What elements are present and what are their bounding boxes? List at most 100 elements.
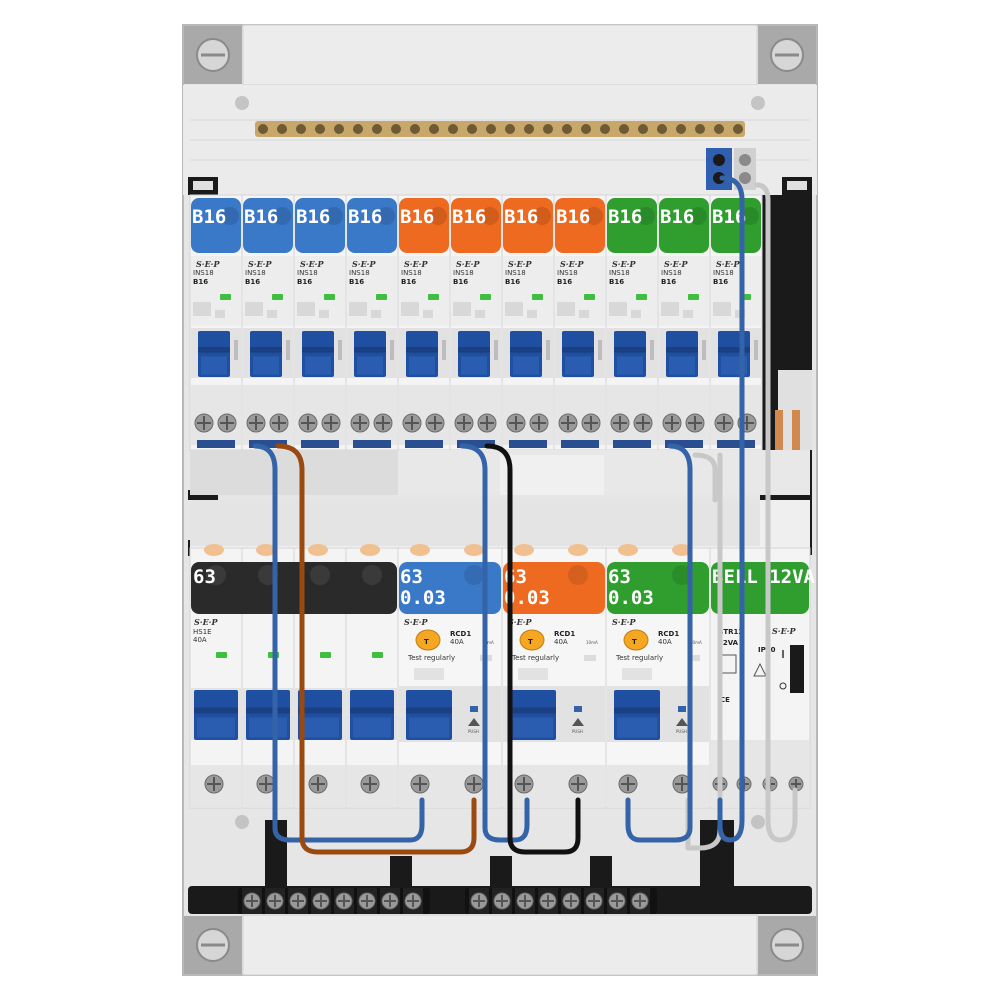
terminal-screw: [312, 892, 330, 910]
rcd-sensitivity-label: 0.03: [608, 587, 654, 609]
wire-blue: [625, 443, 693, 843]
corner-screw: [758, 916, 816, 974]
rcd-current: 40A: [658, 638, 672, 646]
busbar-hole: [372, 124, 382, 134]
terminal-screw: [381, 892, 399, 910]
busbar-hole: [657, 124, 667, 134]
terminal-screw: [373, 413, 393, 433]
brand-logo: S·E·P: [352, 259, 376, 269]
busbar-hole: [486, 124, 496, 134]
breaker-model: INS18: [401, 269, 422, 277]
breaker-rating: B16: [713, 278, 728, 286]
breaker-toggle[interactable]: [510, 690, 556, 740]
breaker-toggle[interactable]: [614, 690, 660, 740]
breaker-toggle[interactable]: [198, 331, 230, 377]
terminal-screw: [608, 892, 626, 910]
breaker-model: INS18: [193, 269, 214, 277]
terminal-screw: [410, 774, 430, 794]
breaker-toggle[interactable]: [354, 331, 386, 377]
brand-logo: S·E·P: [194, 617, 218, 627]
breaker-toggle[interactable]: [298, 690, 342, 740]
rcd-current: 40A: [450, 638, 464, 646]
test-button[interactable]: T: [415, 629, 441, 651]
breaker-toggle[interactable]: [614, 331, 646, 377]
busbar-hole: [258, 124, 268, 134]
transformer-model: BTR12: [718, 628, 743, 636]
breaker-toggle[interactable]: [666, 331, 698, 377]
status-indicator: [372, 652, 383, 658]
wire-brown: [275, 443, 477, 855]
busbar-hole: [581, 124, 591, 134]
terminal-screw: [714, 413, 734, 433]
terminal-screw: [308, 774, 328, 794]
terminal-screw: [562, 892, 580, 910]
breaker-toggle[interactable]: [246, 690, 290, 740]
busbar-hole: [391, 124, 401, 134]
breaker-toggle[interactable]: [302, 331, 334, 377]
rcd-test-note: Test regularly: [615, 654, 663, 662]
breaker-model: INS18: [297, 269, 318, 277]
terminal-screw: [402, 413, 422, 433]
terminal-screw: [269, 413, 289, 433]
busbar-hole: [562, 124, 572, 134]
breaker-toggle[interactable]: [406, 331, 438, 377]
breaker-toggle[interactable]: [250, 331, 282, 377]
rcd-test-note: Test regularly: [407, 654, 455, 662]
breaker-toggle[interactable]: [718, 331, 750, 377]
breaker-toggle[interactable]: [194, 690, 238, 740]
busbar-hole: [315, 124, 325, 134]
transformer-label: BELL 12VA: [712, 566, 816, 588]
terminal-screw: [204, 774, 224, 794]
breaker-toggle[interactable]: [406, 690, 452, 740]
rcd-current: 40A: [554, 638, 568, 646]
breaker-rating: B16: [401, 278, 416, 286]
breaker-toggle[interactable]: [350, 690, 394, 740]
busbar-hole: [543, 124, 553, 134]
busbar-hole: [448, 124, 458, 134]
breaker-toggle[interactable]: [562, 331, 594, 377]
wire-blue: [252, 443, 425, 843]
circuit-label: B16: [348, 206, 382, 228]
circuit-label: B16: [296, 206, 330, 228]
terminal-screw: [266, 892, 284, 910]
transformer-switch[interactable]: [790, 645, 804, 693]
busbar-hole: [429, 124, 439, 134]
test-button[interactable]: T: [623, 629, 649, 651]
circuit-color-tag: [347, 198, 397, 253]
circuit-color-tag: [607, 198, 657, 253]
terminal-screw: [662, 413, 682, 433]
breaker-rating: B16: [557, 278, 572, 286]
terminal-screw: [194, 413, 214, 433]
main-switch-label: 63: [193, 566, 216, 588]
terminal-screw: [514, 774, 534, 794]
terminal-screw: [256, 774, 276, 794]
brand-logo: S·E·P: [664, 259, 688, 269]
circuit-color-tag: [711, 198, 761, 253]
breaker-row-mcb: B16S·E·PINS18B16NLB16S·E·PINS18B16NLB16S…: [189, 194, 763, 451]
busbar-hole: [353, 124, 363, 134]
busbar-hole: [733, 124, 743, 134]
terminal-screw: [289, 892, 307, 910]
breaker-toggle[interactable]: [458, 331, 490, 377]
test-button[interactable]: T: [519, 629, 545, 651]
status-indicator: [688, 294, 699, 300]
terminal-screw: [610, 413, 630, 433]
breaker-rating: B16: [661, 278, 676, 286]
busbar-hole: [410, 124, 420, 134]
breaker-rating: B16: [609, 278, 624, 286]
breaker-toggle[interactable]: [510, 331, 542, 377]
push-label: PUSH: [676, 729, 687, 734]
corner-screw: [184, 26, 242, 84]
wire-blue: [459, 443, 530, 843]
terminal-screw: [618, 774, 638, 794]
breaker-model: INS18: [609, 269, 630, 277]
wire-grey: [754, 182, 798, 843]
